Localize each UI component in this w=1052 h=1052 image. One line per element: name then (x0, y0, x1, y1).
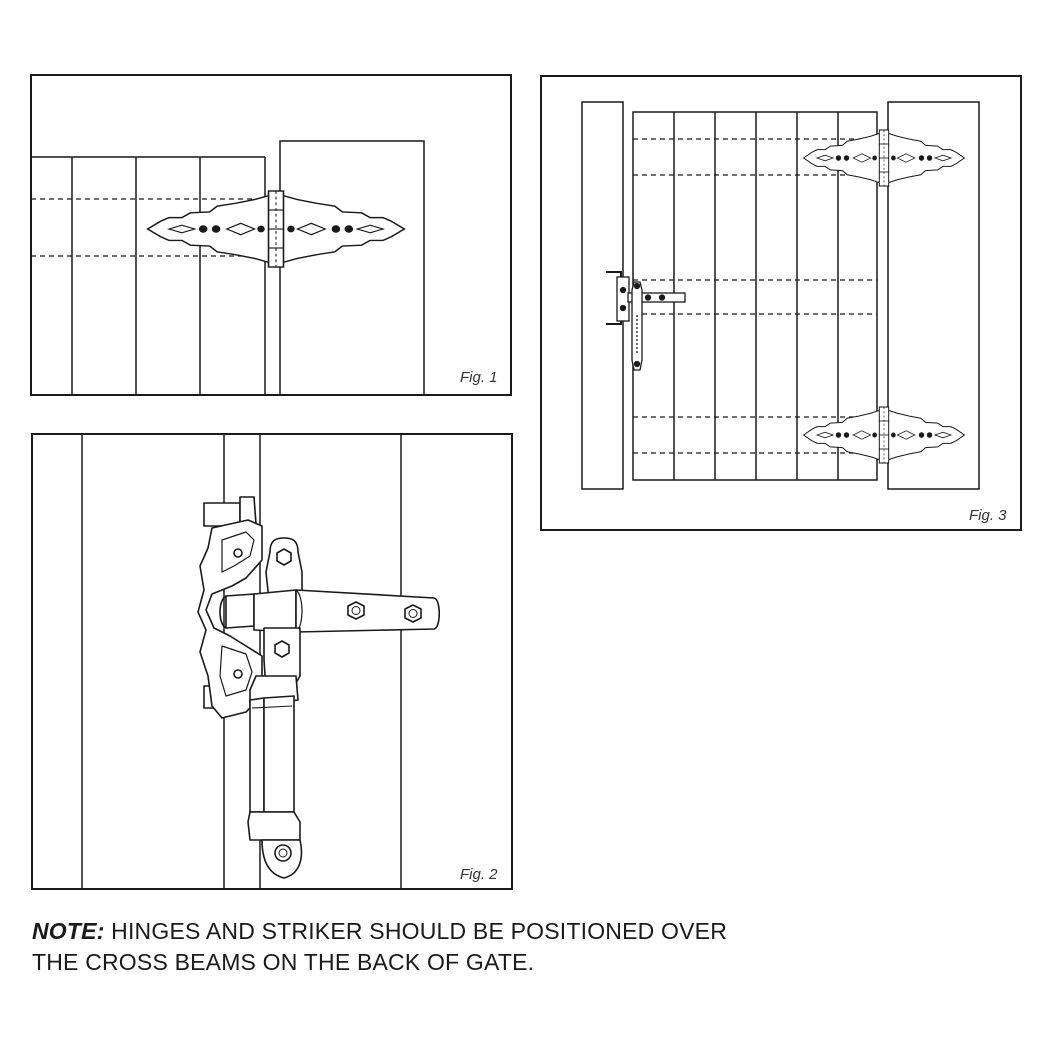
figure-2: Fig. 2 (31, 433, 513, 890)
figure-2-label: Fig. 2 (460, 866, 498, 883)
figure-3-cross-beams (633, 138, 884, 454)
note-text-line-2: THE CROSS BEAMS ON THE BACK OF GATE. (32, 949, 535, 975)
figure-3-label: Fig. 3 (969, 507, 1007, 524)
figure-2-latch-handle (219, 537, 441, 879)
figure-3-latch (606, 271, 686, 371)
note-text-line-1: HINGES AND STRIKER SHOULD BE POSITIONED … (111, 918, 728, 944)
figure-3: Fig. 3 (540, 75, 1022, 531)
figure-1-post (279, 140, 425, 395)
figure-1-label: Fig. 1 (460, 369, 498, 386)
figure-1: Fig. 1 (30, 74, 512, 396)
note-label: NOTE: (32, 918, 105, 944)
figure-1-cross-beam (31, 198, 272, 257)
note-line-1: NOTE: HINGES AND STRIKER SHOULD BE POSIT… (32, 916, 792, 947)
installation-note: NOTE: HINGES AND STRIKER SHOULD BE POSIT… (32, 916, 792, 978)
figure-2-latch-catch (197, 496, 263, 719)
